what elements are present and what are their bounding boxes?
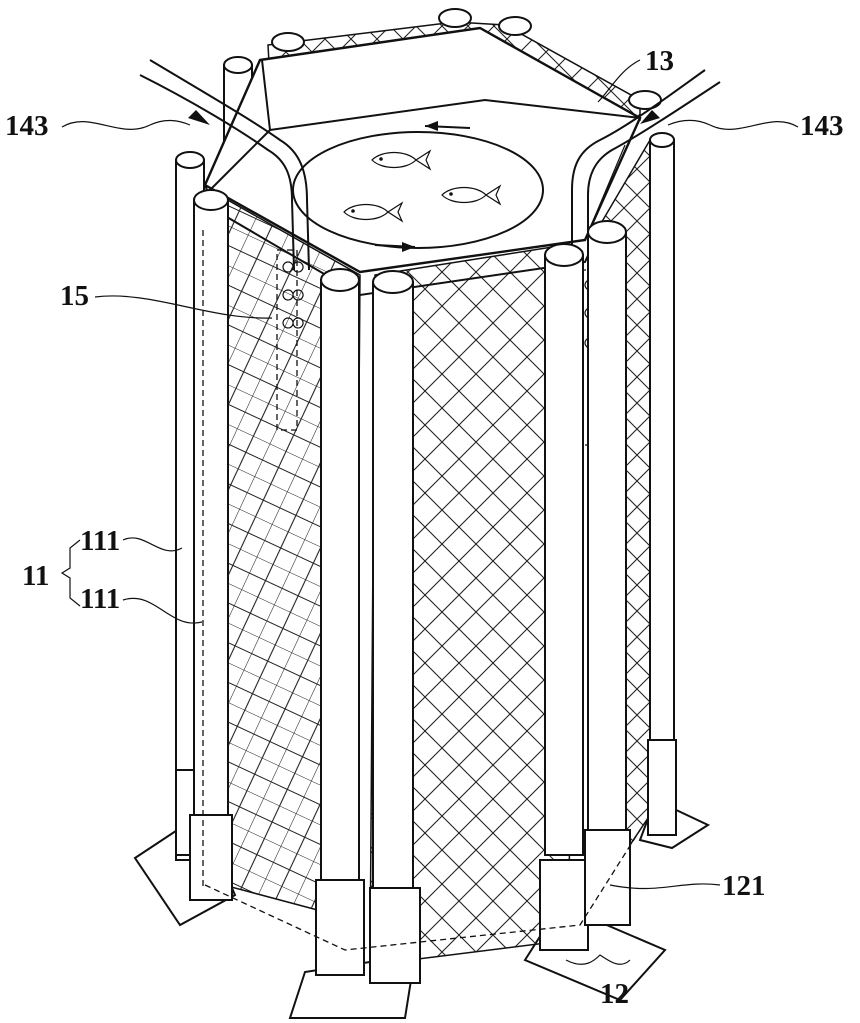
label-143-left: 143 xyxy=(5,110,49,142)
fish-icon xyxy=(343,201,404,223)
inlet-pipe-left xyxy=(139,59,310,271)
fish-icon xyxy=(371,149,432,171)
sleeve xyxy=(539,859,589,951)
leader-lines xyxy=(60,59,799,965)
post-front-right xyxy=(544,254,584,856)
label-12: 12 xyxy=(600,978,629,1010)
sleeve xyxy=(647,739,677,836)
post-right xyxy=(587,231,627,833)
fish-icon xyxy=(441,184,502,206)
post-left xyxy=(193,199,229,901)
inlet-pipe-right xyxy=(571,69,721,440)
label-11: 11 xyxy=(22,560,49,592)
post-front-center xyxy=(372,281,414,903)
water-surface xyxy=(292,131,544,249)
rear-post-cap xyxy=(498,16,532,36)
label-121: 121 xyxy=(722,870,766,902)
bottom-outline xyxy=(204,829,641,951)
label-111-lower: 111 xyxy=(80,583,120,615)
rear-post-cap xyxy=(628,90,662,110)
sleeve xyxy=(584,829,631,926)
rear-post-cap xyxy=(438,8,472,28)
post-front-left xyxy=(320,279,360,891)
posts xyxy=(175,132,677,984)
hanging-bag-left xyxy=(276,249,304,431)
brace-11 xyxy=(60,539,81,607)
sleeve xyxy=(369,887,421,984)
post-far-right xyxy=(649,139,675,811)
label-15: 15 xyxy=(60,280,89,312)
rear-post-cap xyxy=(271,32,305,52)
label-143-right: 143 xyxy=(800,110,844,142)
label-13: 13 xyxy=(645,45,674,77)
sleeve xyxy=(189,814,233,901)
fish-group xyxy=(343,149,502,223)
sleeve xyxy=(315,879,365,976)
label-111-upper: 111 xyxy=(80,525,120,557)
